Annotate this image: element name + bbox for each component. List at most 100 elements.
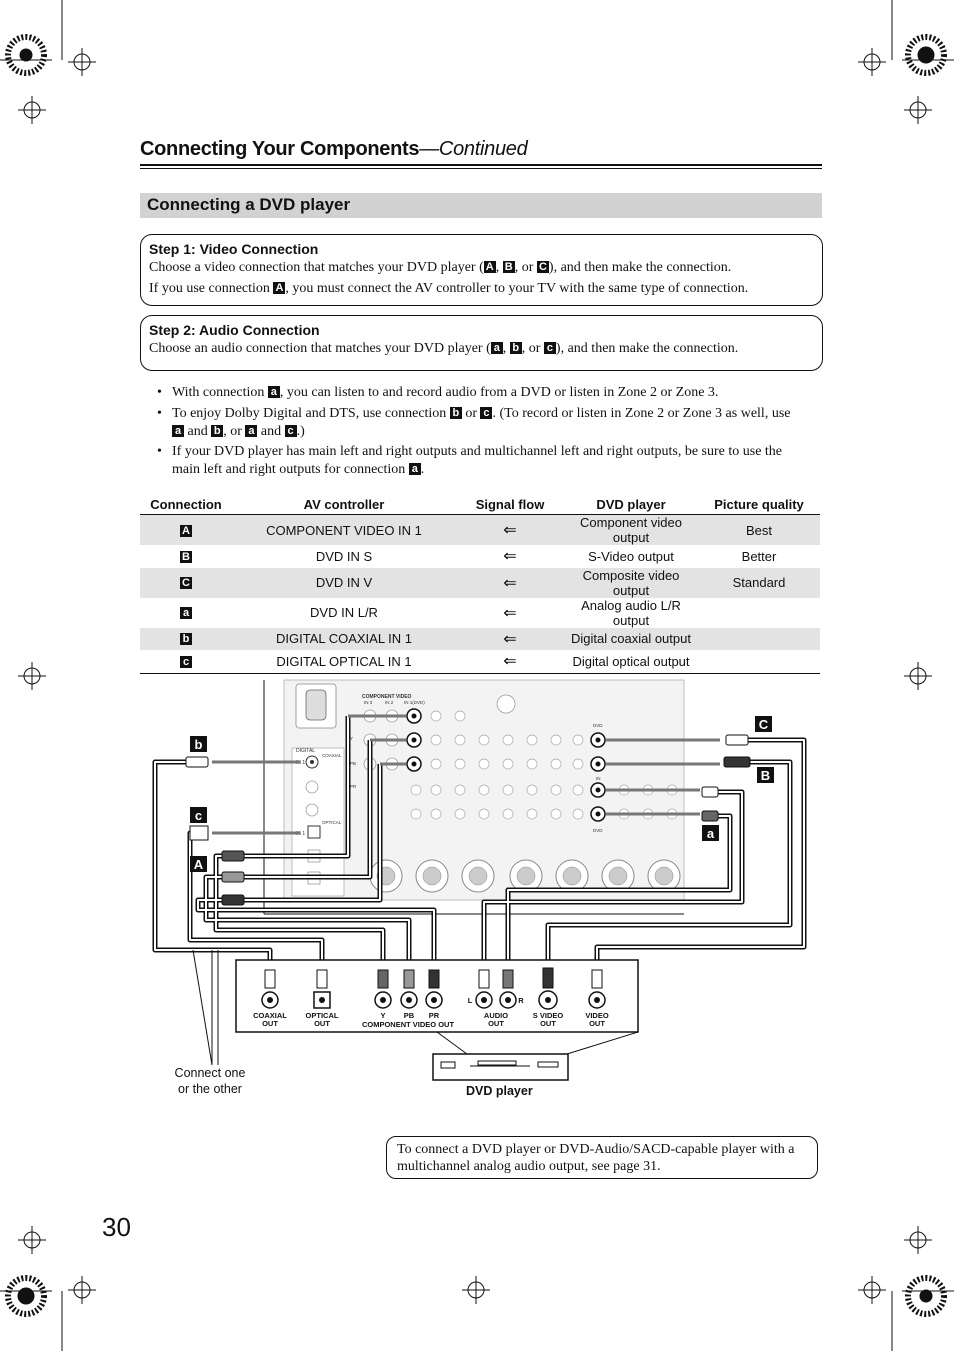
step1-box: Step 1: Video Connection Choose a video … [140,234,823,306]
panel-in3-label: IN 3 [364,700,373,705]
header-title: Connecting Your Components [140,138,420,160]
audio-l-label: L [468,996,473,1005]
diagram-label-A: A [194,857,204,872]
starburst-mark [905,1275,947,1317]
label-B: B [180,550,192,563]
label-C: C [180,577,192,589]
dvd-player-cell: Analog audio L/R output [581,597,681,628]
crosshair-mark [18,662,46,690]
signal-flow-arrow: ⇐ [456,650,564,674]
label-A: A [483,261,496,273]
col-header-connection: Connection [140,494,232,515]
av-controller-cell: COMPONENT VIDEO IN 1 [232,514,456,545]
diagram-label-c: c [195,808,202,823]
audio-out-label: AUDIO [484,1011,508,1020]
panel-digital-label: DIGITAL [296,748,315,754]
signal-flow-arrow: ⇐ [456,567,564,598]
dvd-jack-panel: COAXIAL OUT OPTICAL OUT Y PB PR COMPONEN… [235,959,639,1033]
coax-plug [185,756,209,768]
av-controller-cell: DVD IN L/R [310,605,378,620]
audio-out-label-out: OUT [488,1019,504,1028]
label-a: a [267,386,280,398]
panel-in1-dvd-label: IN 1(DVD) [404,700,425,705]
av-controller-cell: DVD IN S [315,548,373,564]
note-box: To connect a DVD player or DVD-Audio/SAC… [386,1136,818,1179]
crosshair-mark [858,48,886,76]
picture-quality-cell: Better [741,548,777,564]
table-row: b DIGITAL COAXIAL IN 1 ⇐ Digital coaxial… [140,627,820,650]
diagram-label-C: C [759,717,769,732]
crosshair-mark [68,48,96,76]
crosshair-mark [904,1226,932,1254]
col-header-dvd-player: DVD player [564,494,698,515]
label-C: C [536,261,549,273]
dvd-player-cell: Digital coaxial output [564,627,698,650]
step2-box: Step 2: Audio Connection Choose an audio… [140,315,823,371]
label-b: b [449,407,462,419]
page-header: Connecting Your Components—Continued [140,138,528,161]
signal-flow-arrow: ⇐ [503,604,517,622]
label-a: a [180,607,192,619]
audio-plug-r [701,810,719,822]
optical-out-label: OPTICAL [306,1011,339,1020]
page-number: 30 [102,1212,131,1242]
label-a: a [490,342,503,354]
label-c: c [543,342,556,354]
starburst-mark [5,34,47,76]
crosshair-mark [904,662,932,690]
crosshair-mark [462,1276,490,1304]
picture-quality-cell: Best [698,514,820,545]
panel-in1-label: IN 1 [296,831,305,837]
pb-label: PB [404,1011,415,1020]
svideo-out-label: S VIDEO [533,1011,564,1020]
av-controller-cell: DIGITAL OPTICAL IN 1 [232,650,456,674]
table-row: c DIGITAL OPTICAL IN 1 ⇐ Digital optical… [140,650,820,674]
video-out-label: VIDEO [585,1011,609,1020]
step1-title: Step 1: Video Connection [149,241,319,257]
svideo-plug [723,756,751,768]
col-header-av-controller: AV controller [232,494,456,515]
signal-flow-arrow: ⇐ [456,627,564,650]
optical-in-jack [307,825,321,839]
label-c: c [480,407,493,419]
panel-component-video-label: COMPONENT VIDEO [362,694,412,700]
connection-table: Connection AV controller Signal flow DVD… [140,494,820,674]
table-row: a DVD IN L/R ⇐ Analog audio L/R output [140,598,820,628]
label-c: c [284,425,297,437]
diagram-label-b: b [195,737,203,752]
col-header-picture-quality: Picture quality [698,494,820,515]
jack-center [310,760,314,764]
section-title: Connecting a DVD player [147,195,351,214]
label-a: a [408,463,421,475]
table-row: B DVD IN S ⇐ S-Video output Better [140,545,820,568]
audio-plug-l [701,786,719,798]
crosshair-mark [858,1276,886,1304]
picture-quality-cell [698,627,820,650]
diagram-labels: b c A C B a [190,716,774,872]
label-A: A [273,282,286,294]
panel-in-label: IN [596,776,601,781]
panel-dvd-label: DVD [593,723,603,728]
jack-centers [595,737,601,817]
coaxial-in2-jack [305,780,319,794]
step2-title: Step 2: Audio Connection [149,322,320,338]
diagram-label-B: B [761,768,770,783]
jack-centers [411,713,417,767]
step1-line1: Choose a video connection that matches y… [149,260,732,275]
bullet-1: • With connection a, you can listen to a… [157,385,719,400]
component-video-out-label: COMPONENT VIDEO OUT [362,1020,455,1029]
dvd-player-icon [432,1053,569,1081]
section-bar [140,193,822,218]
component-plug-pb [221,871,245,883]
label-a: a [245,425,258,437]
pr-label: PR [429,1011,440,1020]
av-controller-cell: DVD IN V [232,567,456,598]
starburst-mark [5,1275,47,1317]
picture-quality-cell: Standard [698,567,820,598]
svideo-out-label-out: OUT [540,1019,556,1028]
crosshair-mark [18,1226,46,1254]
y-label: Y [380,1011,385,1020]
crosshair-mark [18,96,46,124]
